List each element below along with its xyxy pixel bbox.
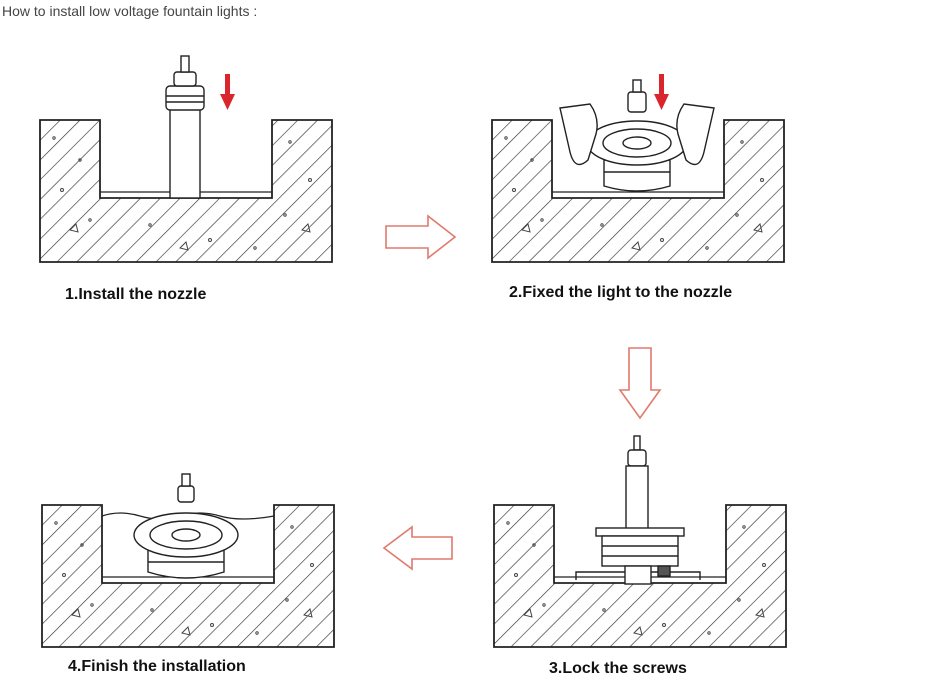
- nozzle-illustration: [165, 55, 205, 199]
- hands-illustration: [559, 103, 715, 166]
- outline-arrow-icon: [382, 525, 453, 571]
- step-4-caption: 4.Finish the installation: [68, 658, 246, 675]
- page-heading: How to install low voltage fountain ligh…: [2, 3, 258, 19]
- red-down-arrow-icon: [220, 74, 235, 110]
- step-3-caption: 3.Lock the screws: [549, 660, 687, 677]
- panel-step-1: 1.Install the nozzle: [39, 55, 333, 303]
- panel-step-2: 2.Fixed the light to the nozzle: [491, 74, 785, 301]
- light-illustration: [586, 79, 688, 192]
- step-2-caption: 2.Fixed the light to the nozzle: [509, 284, 732, 301]
- installed-light-illustration: [133, 473, 239, 579]
- step-1-caption: 1.Install the nozzle: [65, 286, 206, 303]
- panel-step-3: 3.Lock the screws: [493, 435, 787, 677]
- outline-arrow-icon: [385, 214, 457, 260]
- panel-step-4: 4.Finish the installation: [41, 473, 335, 675]
- outline-arrow-icon: [618, 347, 662, 420]
- light-side-illustration: [575, 435, 701, 585]
- red-down-arrow-icon: [654, 74, 669, 110]
